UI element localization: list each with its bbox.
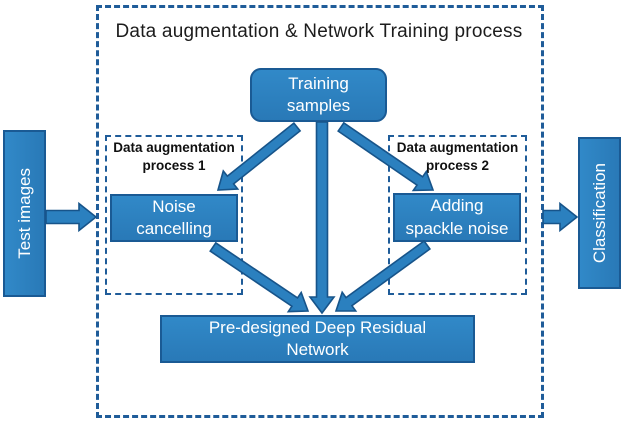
node-test-images: Test images bbox=[3, 130, 46, 297]
test-images-label: Test images bbox=[14, 168, 34, 259]
training-samples-label: Training samples bbox=[286, 73, 351, 115]
arrow-test-images-to-training-process-container bbox=[45, 201, 98, 233]
classification-label: Classification bbox=[589, 162, 609, 264]
node-adding-spackle-noise: Adding spackle noise bbox=[393, 193, 521, 242]
node-classification: Classification bbox=[578, 137, 621, 289]
augmentation-process-1-label: Data augmentation process 1 bbox=[113, 140, 235, 173]
diagram-title: Data augmentation & Network Training pro… bbox=[115, 21, 523, 42]
node-residual-network: Pre-designed Deep Residual Network bbox=[160, 315, 475, 363]
augmentation-process-2-label: Data augmentation process 2 bbox=[396, 140, 519, 173]
node-noise-cancelling: Noise cancelling bbox=[110, 194, 238, 242]
arrow-training-process-container-to-classification bbox=[542, 201, 579, 233]
adding-spackle-noise-label: Adding spackle noise bbox=[405, 196, 509, 238]
node-training-samples: Training samples bbox=[250, 68, 387, 122]
augmentation-process-1-box: Data augmentation process 1 bbox=[105, 135, 243, 295]
residual-network-label: Pre-designed Deep Residual Network bbox=[208, 317, 427, 359]
noise-cancelling-label: Noise cancelling bbox=[136, 196, 212, 238]
